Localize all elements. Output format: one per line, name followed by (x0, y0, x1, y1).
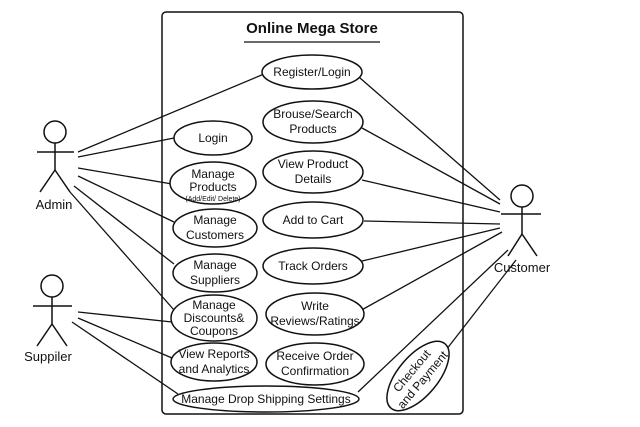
system-boundary (161, 11, 464, 415)
label-view-product-details-1: View Product (278, 157, 349, 171)
assoc-admin-manage-suppliers (73, 185, 175, 265)
use-case-browse-search (262, 100, 364, 144)
use-case-manage-customers (172, 208, 258, 248)
assoc-supplier-view-reports (77, 317, 173, 359)
use-case-manage-products (169, 161, 257, 205)
use-case-checkout-payment (386, 340, 450, 412)
assoc-customer-register (359, 77, 501, 201)
use-case-add-to-cart (262, 201, 364, 239)
use-case-drop-shipping (172, 385, 360, 413)
use-case-track-orders (262, 247, 364, 285)
label-drop-shipping: Manage Drop Shipping Settings (181, 392, 350, 406)
assoc-customer-checkout (445, 259, 517, 351)
use-case-manage-discounts (170, 294, 258, 342)
actor-customer-label: Customer (494, 260, 551, 275)
label-view-product-details-2: Details (295, 172, 332, 186)
label-write-reviews-2: Reviews/Ratings (270, 314, 359, 328)
supplier-head-icon (40, 274, 64, 298)
use-case-manage-suppliers (172, 253, 258, 293)
assoc-admin-login (77, 137, 175, 158)
use-case-login (173, 120, 253, 156)
label-manage-suppliers-1: Manage (193, 258, 237, 272)
assoc-customer-track-orders (357, 227, 501, 263)
use-cases (169, 54, 450, 413)
label-manage-products-1: Manage (191, 167, 235, 181)
label-add-to-cart: Add to Cart (283, 213, 344, 227)
use-case-register-login (261, 54, 363, 90)
use-case-labels: Register/Login Login Manage Products (Ad… (178, 65, 451, 411)
assoc-admin-manage-customers (77, 175, 175, 223)
label-login: Login (198, 131, 227, 145)
admin-head-icon (43, 120, 67, 144)
label-receive-order-2: Confirmation (281, 364, 349, 378)
label-manage-suppliers-2: Suppliers (190, 273, 240, 287)
actor-supplier-label: Suppiler (24, 349, 72, 364)
label-manage-discounts-3: Coupons (190, 324, 238, 338)
system-title: Online Mega Store (246, 20, 378, 37)
use-case-view-product-details (262, 150, 364, 194)
assoc-customer-reviews (357, 231, 503, 313)
use-case-view-reports (170, 342, 258, 382)
actor-supplier (33, 274, 72, 347)
assoc-supplier-manage-discounts (77, 311, 173, 323)
use-case-receive-order (265, 342, 365, 386)
label-browse-search-1: Brouse/Search (273, 107, 352, 121)
actor-admin-label: Admin (36, 197, 73, 212)
actor-customer (501, 184, 541, 257)
assoc-supplier-drop-shipping (71, 321, 179, 395)
assoc-admin-manage-discounts (69, 191, 175, 311)
label-manage-discounts-1: Manage (192, 298, 236, 312)
label-manage-customers-2: Customers (186, 228, 244, 242)
label-browse-search-2: Products (289, 122, 336, 136)
label-register-login: Register/Login (273, 65, 350, 79)
label-write-reviews-1: Write (301, 299, 329, 313)
customer-head-icon (510, 184, 534, 208)
label-track-orders: Track Orders (278, 259, 348, 273)
assoc-customer-add-cart (363, 220, 501, 225)
assoc-customer-browse (361, 127, 501, 205)
assoc-admin-manage-products (77, 167, 173, 185)
label-view-reports-2: and Analytics (179, 362, 250, 376)
label-receive-order-1: Receive Order (276, 349, 353, 363)
label-view-reports-1: View Reports (178, 347, 249, 361)
label-manage-products-3: (Add/Edit/ Delete) (185, 196, 240, 203)
assoc-admin-register (77, 73, 265, 153)
assoc-customer-drop-shipping (357, 249, 509, 393)
label-manage-products-2: Products (189, 180, 236, 194)
use-case-write-reviews (265, 292, 365, 336)
label-manage-customers-1: Manage (193, 213, 237, 227)
actor-admin (37, 120, 74, 193)
label-manage-discounts-2: Discounts& (184, 311, 245, 325)
associations (69, 73, 517, 395)
assoc-customer-view-details (361, 179, 501, 213)
